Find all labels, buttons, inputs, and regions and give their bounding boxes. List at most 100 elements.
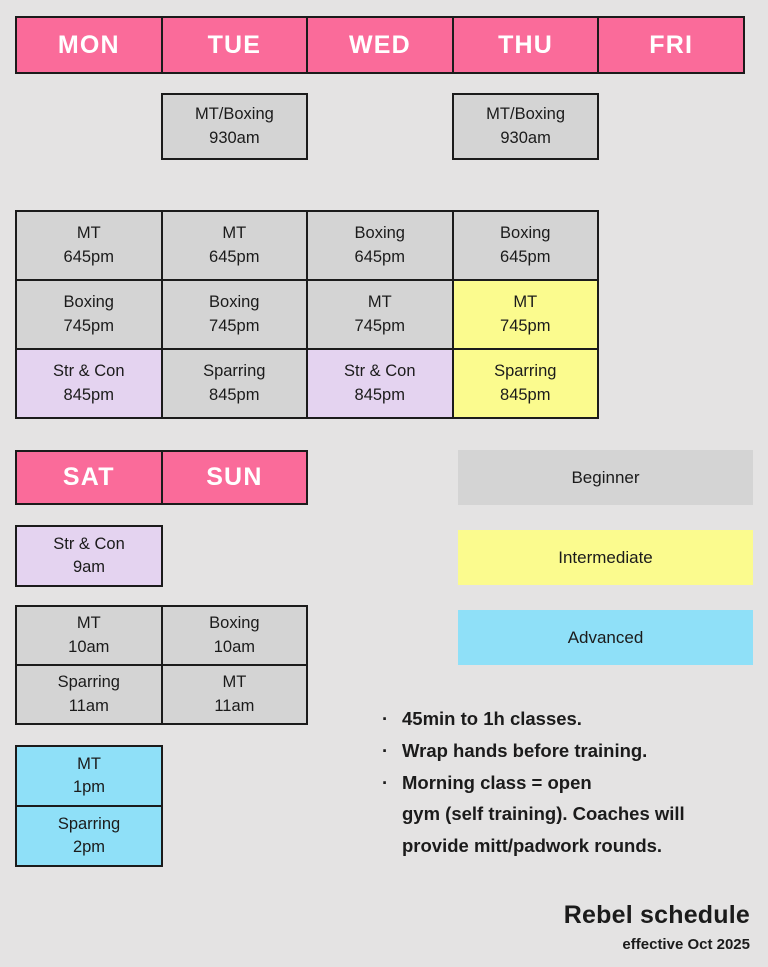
class-time: 745pm	[209, 316, 260, 335]
class-name: MT	[76, 224, 101, 243]
weekend-class-cell: Sparring 2pm	[15, 805, 163, 867]
class-name: Boxing	[63, 293, 114, 312]
day-header-wed: WED	[306, 16, 454, 74]
weekend-class-cell: Str & Con 9am	[15, 525, 163, 587]
day-header-mon: MON	[15, 16, 163, 74]
evening-class-cell: Boxing 645pm	[306, 210, 454, 281]
weekend-class-cell: MT 10am	[15, 605, 163, 666]
evening-class-cell: MT 745pm	[306, 279, 454, 350]
evening-class-cell: MT 745pm	[451, 279, 599, 350]
day-header-thu: THU	[451, 16, 600, 74]
day-header-fri: FRI	[597, 16, 745, 74]
weekend-class-cell: MT 1pm	[15, 745, 163, 807]
legend-item-beginner: Beginner	[458, 450, 753, 505]
class-name: MT	[513, 293, 538, 312]
weekend-class-cell: MT 11am	[160, 664, 309, 725]
note-text: 45min to 1h classes.	[402, 708, 582, 729]
class-name: MT	[367, 293, 392, 312]
legend-label: Advanced	[567, 627, 644, 647]
class-time: 745pm	[354, 316, 405, 335]
note-item: gym (self training). Coaches will	[382, 798, 762, 830]
note-item: · Wrap hands before training.	[382, 735, 762, 767]
class-time: 645pm	[63, 247, 114, 266]
schedule-row: MT 10am Boxing 10am	[15, 605, 311, 666]
notes-list: ·45min to 1h classes.·Wrap hands before …	[382, 703, 762, 862]
class-name: Boxing	[354, 224, 405, 243]
class-time: 10am	[68, 637, 110, 656]
weekend-class-cell: Sparring 11am	[15, 664, 163, 725]
evening-class-cell: MT 645pm	[15, 210, 163, 281]
legend-label: Intermediate	[558, 547, 653, 567]
evening-class-cell: Boxing 745pm	[160, 279, 308, 350]
class-time: 845pm	[209, 385, 260, 404]
evening-class-cell: Sparring 845pm	[160, 348, 308, 419]
class-name: Sparring	[203, 362, 266, 381]
class-name: MT	[222, 224, 247, 243]
legend-label: Beginner	[571, 467, 640, 487]
note-item: ·45min to 1h classes.	[382, 703, 762, 735]
class-time: 1pm	[72, 778, 106, 796]
class-name: MT	[76, 614, 101, 633]
note-text: gym (self training). Coaches will	[402, 803, 685, 825]
class-time: 10am	[213, 637, 256, 656]
bullet-icon: ·	[382, 739, 389, 761]
class-time: 745pm	[500, 316, 551, 335]
class-name: Sparring	[57, 814, 121, 833]
class-time: 930am	[209, 128, 260, 147]
note-text: Morning class = open	[402, 771, 592, 793]
brand-title: Rebel schedule	[563, 901, 750, 929]
weekend-early-block: Str & Con 9am	[15, 525, 163, 587]
note-item: · Morning class = open	[382, 767, 762, 799]
day-header-tue: TUE	[160, 16, 309, 74]
class-name: Boxing	[209, 293, 260, 312]
brand-subtitle: effective Oct 2025	[622, 936, 750, 953]
day-header-sat: SAT	[15, 450, 163, 505]
class-time: 11am	[68, 696, 109, 715]
evening-class-cell: Boxing 645pm	[451, 210, 599, 281]
legend-item-advanced: Advanced	[458, 610, 753, 665]
class-time: 2pm	[72, 838, 106, 856]
weekend-class-cell: Boxing 10am	[160, 605, 309, 666]
class-time: 645pm	[209, 247, 260, 266]
footer: Rebel schedule effective Oct 2025	[564, 901, 750, 953]
class-name: Sparring	[57, 673, 120, 692]
evening-class-cell: Str & Con 845pm	[15, 348, 163, 419]
class-time: 845pm	[63, 385, 114, 404]
class-name: MT	[222, 673, 247, 692]
class-name: Str & Con	[343, 362, 416, 381]
class-name: MT	[77, 754, 101, 773]
note-item: provide mitt/padwork rounds.	[382, 830, 762, 862]
class-name: Str & Con	[52, 362, 125, 381]
morning-class-cell: MT/Boxing 930am	[451, 93, 600, 160]
class-time: 645pm	[500, 247, 551, 266]
evening-class-cell: Str & Con 845pm	[306, 348, 454, 419]
class-time: 845pm	[354, 385, 405, 404]
legend-item-intermediate: Intermediate	[458, 530, 753, 585]
note-text: Wrap hands before training.	[402, 739, 648, 761]
class-time: 645pm	[354, 247, 405, 266]
bullet-icon: ·	[382, 771, 389, 793]
class-name: MT/Boxing	[486, 105, 566, 124]
schedule-row: Sparring 11am MT 11am	[15, 664, 311, 725]
class-name: Boxing	[209, 614, 260, 633]
evening-class-cell: MT 645pm	[160, 210, 308, 281]
class-time: 845pm	[500, 385, 551, 404]
class-time: 11am	[214, 696, 255, 715]
note-text: provide mitt/padwork rounds.	[402, 835, 663, 857]
class-time: 9am	[72, 558, 106, 576]
class-name: Boxing	[500, 224, 551, 243]
class-time: 930am	[500, 128, 551, 147]
class-name: Str & Con	[53, 534, 125, 553]
